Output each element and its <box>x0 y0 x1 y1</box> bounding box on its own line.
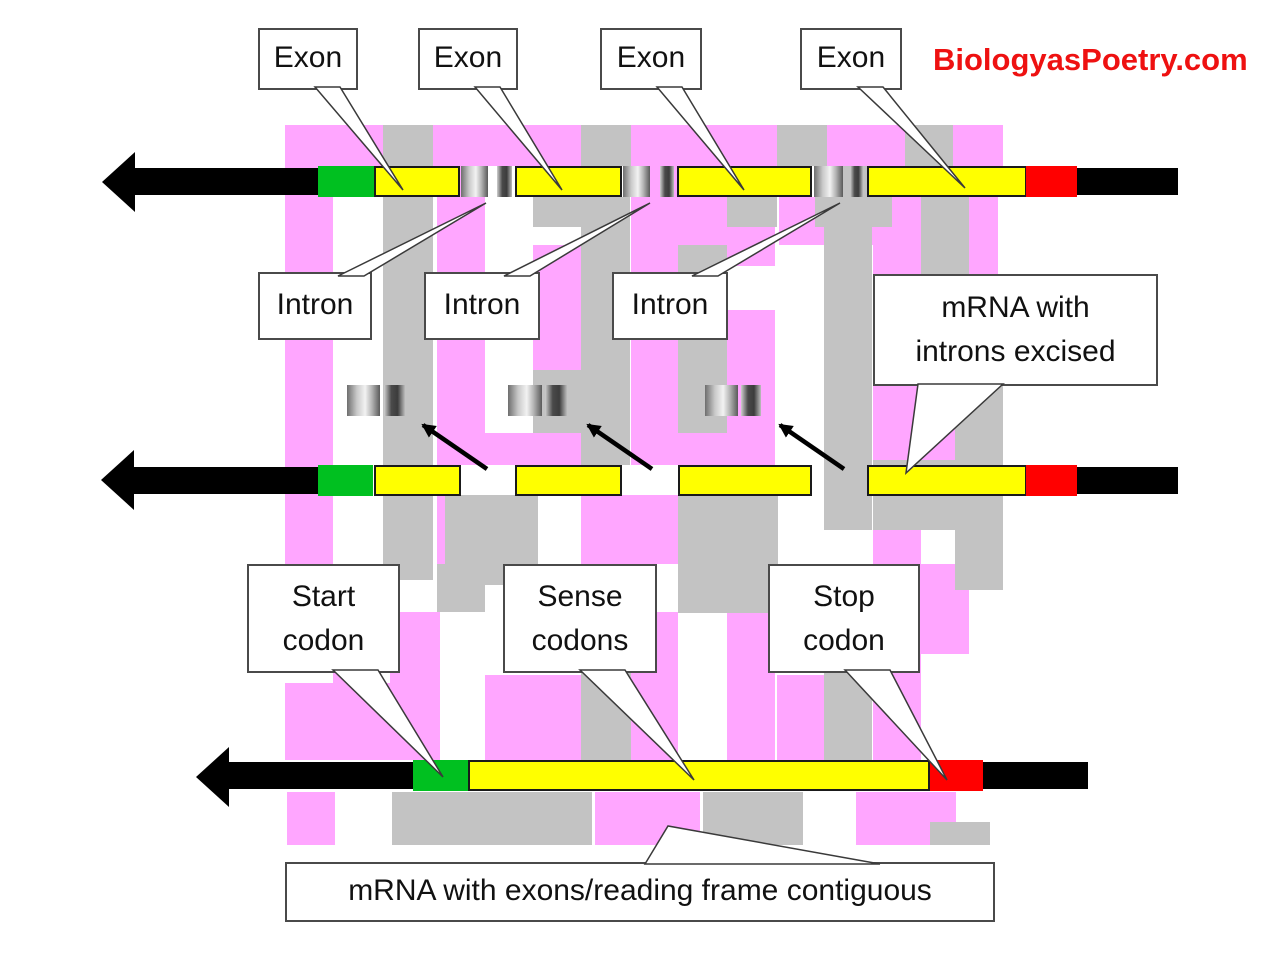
intron-label: Intron <box>276 288 354 321</box>
start-codon-callout: Start codon <box>247 564 400 673</box>
start-codon-line1: Start <box>291 580 356 613</box>
mosaic-tile <box>383 125 433 580</box>
mosaic-tile <box>287 792 335 845</box>
mosaic-tile <box>777 675 825 760</box>
exon-label: Exon <box>616 41 686 74</box>
mrna-excised-line2: introns excised <box>915 335 1116 368</box>
intron-label: Intron <box>443 288 521 321</box>
mosaic-tile <box>392 792 592 845</box>
bottom-label-callout: mRNA with exons/reading frame contiguous <box>285 862 995 922</box>
intron-callout-3: Intron <box>612 272 728 340</box>
start-codon-segment <box>318 465 373 496</box>
exon-label: Exon <box>816 41 886 74</box>
exon-callout-3: Exon <box>600 28 702 90</box>
mosaic-tile <box>678 495 778 613</box>
site-watermark: BiologyasPoetry.com <box>933 42 1248 77</box>
exon-callout-1: Exon <box>258 28 358 90</box>
stop-codon-segment <box>1026 465 1077 496</box>
start-codon-line2: codon <box>282 624 365 657</box>
exon-segment <box>678 465 812 496</box>
mrna-introns-excised-arrowhead-icon <box>101 450 134 510</box>
intron-segment-wide <box>814 166 843 197</box>
pre-mrna-with-introns-arrowhead-icon <box>102 152 135 212</box>
intron-callout-1: Intron <box>258 272 372 340</box>
intron-segment-wide <box>623 166 650 197</box>
mrna-excised-callout: mRNA with introns excised <box>873 274 1158 386</box>
excised-intron-wide <box>508 385 542 416</box>
mosaic-tile <box>678 433 727 465</box>
utr-segment <box>983 762 1088 789</box>
sense-codons-line2: codons <box>531 624 629 657</box>
exon-label: Exon <box>273 41 343 74</box>
mosaic-tile <box>930 822 990 845</box>
stop-codon-line1: Stop <box>813 580 875 613</box>
utr-segment <box>1077 467 1178 494</box>
mosaic-tile <box>581 495 678 564</box>
mrna-excised-line1: mRNA with <box>941 291 1090 324</box>
excised-intron-narrow <box>741 385 761 416</box>
mosaic-tile <box>437 564 485 612</box>
stop-codon-line2: codon <box>803 624 885 657</box>
excised-intron-narrow <box>384 385 405 416</box>
excised-intron-wide <box>347 385 380 416</box>
mrna-contiguous-arrowhead-icon <box>196 747 229 807</box>
bottom-label-text: mRNA with exons/reading frame contiguous <box>348 874 932 907</box>
utr-segment <box>1077 168 1178 195</box>
utr-segment <box>132 168 318 195</box>
exon-segment <box>515 465 622 496</box>
utr-segment <box>132 467 318 494</box>
mosaic-tile <box>285 166 333 590</box>
exon-segment <box>374 465 461 496</box>
stop-codon-segment <box>1026 166 1077 197</box>
excised-intron-narrow <box>545 385 567 416</box>
mosaic-tile <box>777 125 827 166</box>
exon-label: Exon <box>433 41 503 74</box>
mosaic-tile <box>581 125 631 166</box>
exon-callout-4: Exon <box>800 28 902 90</box>
intron-label: Intron <box>631 288 709 321</box>
exon-callout-2: Exon <box>418 28 518 90</box>
excised-intron-wide <box>705 385 738 416</box>
mosaic-tile <box>485 675 581 760</box>
stop-codon-callout: Stop codon <box>768 564 920 673</box>
sense-codons-line1: Sense <box>537 580 623 613</box>
intron-callout-2: Intron <box>424 272 540 340</box>
sense-codons-callout: Sense codons <box>503 564 657 673</box>
